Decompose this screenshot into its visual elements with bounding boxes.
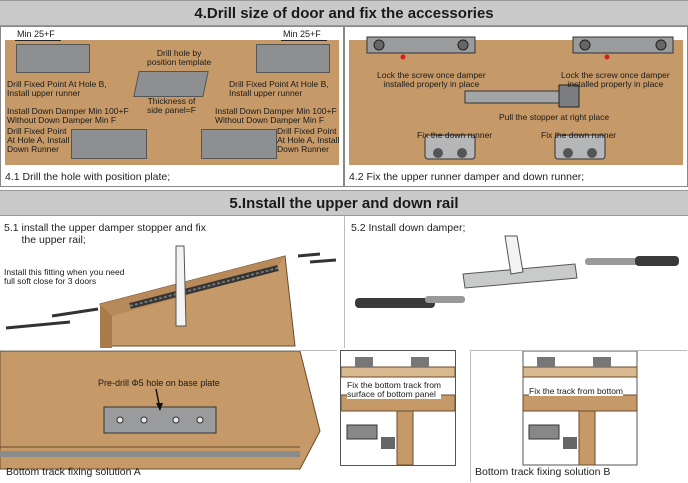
solution-b-fix-note: Fix the track from bottom xyxy=(529,386,623,396)
panel-solution-b: Fix the track from bottom Bottom track f… xyxy=(470,350,687,482)
template-plate-bottom-left xyxy=(71,129,147,159)
drill-hole-label: Drill hole by position template xyxy=(147,48,212,67)
min-25f-left: Min 25+F xyxy=(17,29,55,39)
section4-title: 4.Drill size of door and fix the accesso… xyxy=(194,4,494,22)
panel-4-2: Lock the screw once damper installed pro… xyxy=(344,26,688,187)
caption-5-2: 5.2 Install down damper; xyxy=(351,222,466,234)
caption-solution-b: Bottom track fixing solution B xyxy=(475,466,611,478)
upper-rail-drawing xyxy=(5,245,337,348)
panel-5-1: 5.1 install the upper damper stopper and… xyxy=(0,216,342,348)
dim-line-left xyxy=(15,40,61,41)
section5-header: 5.Install the upper and down rail xyxy=(0,190,688,216)
section5-title: 5.Install the upper and down rail xyxy=(229,194,459,212)
fixed-b-right-label: Drill Fixed Point At Hole B, Install upp… xyxy=(229,79,329,98)
down-damper-drawing xyxy=(355,235,679,308)
solution-a-section-drawing xyxy=(341,357,455,465)
lock-screw-left-label: Lock the screw once damper installed pro… xyxy=(377,70,486,89)
fixed-b-left-label: Drill Fixed Point At Hole B, Install upp… xyxy=(7,79,107,98)
template-plate-top-right xyxy=(256,44,330,73)
caption-solution-a: Bottom track fixing solution A xyxy=(6,466,141,478)
dim-line-right xyxy=(281,40,327,41)
fitting-note: Install this fitting when you need full … xyxy=(4,267,125,286)
caption-4-1: 4.1 Drill the hole with position plate; xyxy=(5,171,171,183)
damper-left-label: Install Down Damper Min 100+F Without Do… xyxy=(7,106,129,125)
fix-down-runner-right-label: Fix the down runner xyxy=(541,130,617,140)
damper-right-label: Install Down Damper Min 100+F Without Do… xyxy=(215,106,337,125)
predrill-label: Pre-drill Φ5 hole on base plate xyxy=(98,378,220,388)
fix-down-runner-left-label: Fix the down runner xyxy=(417,130,493,140)
template-plate-top-left xyxy=(16,44,90,73)
fixed-a-right-label: Drill Fixed Point At Hole A, Install Dow… xyxy=(277,126,340,154)
panel-5-2: 5.2 Install down damper; xyxy=(344,216,687,348)
panel-solution-a-detail: Fix the bottom track from surface of bot… xyxy=(340,350,456,466)
solution-a-fix-note: Fix the bottom track from surface of bot… xyxy=(347,380,441,399)
fixed-a-left-label: Drill Fixed Point At Hole A, Install Dow… xyxy=(7,126,70,154)
bottom-panel-drawing xyxy=(0,351,321,470)
thickness-label: Thickness of side panel=F xyxy=(147,96,196,115)
upper-runner-drawing xyxy=(366,36,674,160)
pull-stopper-label: Pull the stopper at right place xyxy=(499,112,610,122)
section4-header: 4.Drill size of door and fix the accesso… xyxy=(0,0,688,26)
solution-b-section-drawing xyxy=(522,351,638,466)
panel-solution-a: Pre-drill Φ5 hole on base plate Bottom t… xyxy=(0,350,337,482)
template-plate-bottom-right xyxy=(201,129,277,159)
panel-4-1: Min 25+F Min 25+F Drill hole by position… xyxy=(0,26,344,187)
min-25f-right: Min 25+F xyxy=(283,29,321,39)
caption-4-2: 4.2 Fix the upper runner damper and down… xyxy=(349,171,585,183)
lock-screw-right-label: Lock the screw once damper installed pro… xyxy=(561,70,670,89)
caption-5-1: 5.1 install the upper damper stopper and… xyxy=(4,222,206,246)
template-plate-center xyxy=(133,71,209,97)
